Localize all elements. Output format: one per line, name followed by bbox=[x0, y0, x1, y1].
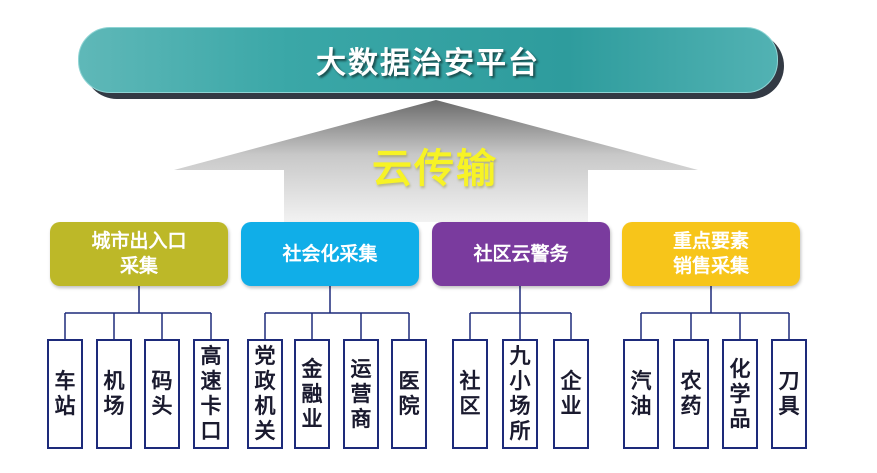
leaf-item: 刀 具 bbox=[771, 339, 807, 449]
leaf-item: 运 营 商 bbox=[343, 339, 379, 449]
category-social-collection: 社会化采集 bbox=[241, 222, 419, 286]
leaf-item: 化 学 品 bbox=[722, 339, 758, 449]
banner-title: 大数据治安平台 bbox=[316, 46, 540, 81]
category-label: 社会化采集 bbox=[282, 242, 378, 265]
leaf-item: 车 站 bbox=[47, 339, 83, 449]
leaf-item: 汽 油 bbox=[623, 339, 659, 449]
leaf-item: 九 小 场 所 bbox=[502, 339, 538, 449]
leaf-item: 企 业 bbox=[553, 339, 589, 449]
platform-banner: 大数据治安平台 bbox=[78, 27, 778, 93]
upload-arrow-icon bbox=[174, 100, 698, 222]
category-label: 重点要素 销售采集 bbox=[672, 230, 749, 277]
leaf-item: 金 融 业 bbox=[294, 339, 330, 449]
arrow-label: 云传输 bbox=[372, 146, 498, 192]
leaf-item: 党 政 机 关 bbox=[247, 339, 283, 449]
leaf-item: 高 速 卡 口 bbox=[193, 339, 229, 449]
leaf-item: 社 区 bbox=[452, 339, 488, 449]
leaf-item: 医 院 bbox=[391, 339, 427, 449]
category-label: 社区云警务 bbox=[473, 242, 569, 265]
category-city-entrance: 城市出入口 采集 bbox=[50, 222, 228, 286]
category-label: 城市出入口 采集 bbox=[91, 230, 187, 277]
category-community-policing: 社区云警务 bbox=[432, 222, 610, 286]
leaf-item: 码 头 bbox=[144, 339, 180, 449]
leaf-item: 农 药 bbox=[673, 339, 709, 449]
leaf-item: 机 场 bbox=[96, 339, 132, 449]
category-key-sales: 重点要素 销售采集 bbox=[622, 222, 800, 286]
